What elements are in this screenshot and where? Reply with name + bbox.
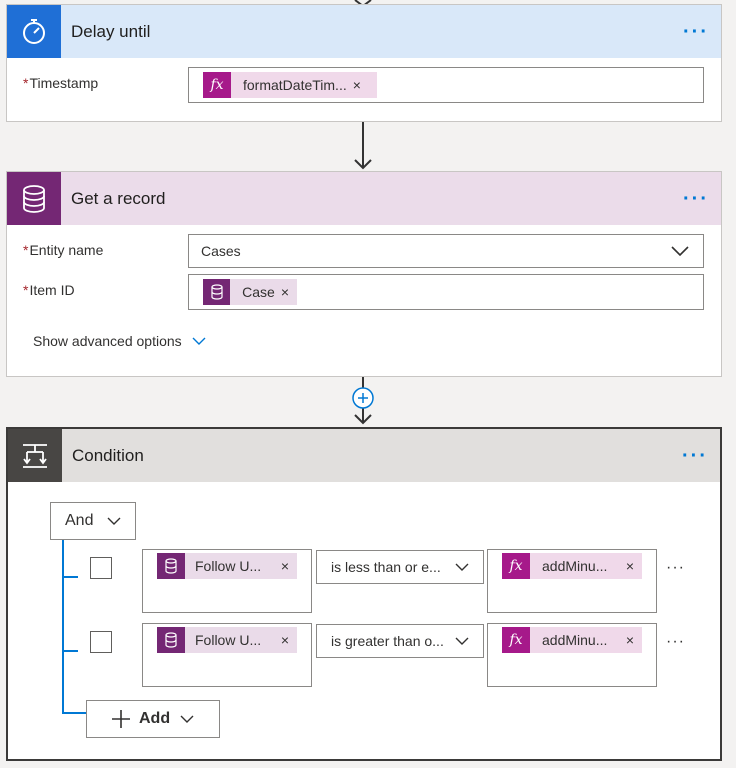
row-more-options-icon[interactable]: ··· xyxy=(666,633,685,650)
tree-line xyxy=(62,540,64,714)
chevron-down-icon xyxy=(455,563,469,571)
database-icon xyxy=(157,627,185,653)
remove-token-icon[interactable]: × xyxy=(625,632,634,648)
chevron-down-icon xyxy=(107,517,121,525)
timestamp-token[interactable]: fx formatDateTim... × xyxy=(203,72,377,98)
remove-token-icon[interactable]: × xyxy=(280,632,289,648)
timestamp-label: *Timestamp xyxy=(23,75,99,91)
get-record-title: Get a record xyxy=(71,188,166,208)
record-more-options-icon[interactable]: ··· xyxy=(683,187,709,210)
delay-until-card: Delay until ··· *Timestamp fx formatDate… xyxy=(6,4,722,122)
show-advanced-options-link[interactable]: Show advanced options xyxy=(33,333,206,349)
item-id-token[interactable]: Case × xyxy=(203,279,297,305)
left-operand-text: Follow U... xyxy=(195,632,262,648)
show-advanced-options-text: Show advanced options xyxy=(33,333,182,349)
insert-step-icon[interactable] xyxy=(351,386,375,410)
operator-value: is less than or e... xyxy=(331,559,441,575)
plus-icon xyxy=(112,710,130,728)
row-more-options-icon[interactable]: ··· xyxy=(666,559,685,576)
entity-name-label: *Entity name xyxy=(23,242,104,258)
left-operand-token[interactable]: Follow U... × xyxy=(157,627,297,653)
condition-operator-dropdown[interactable]: is less than or e... xyxy=(316,550,484,584)
timestamp-token-text: formatDateTim... xyxy=(243,77,347,93)
fx-icon: fx xyxy=(502,627,530,653)
delay-until-header[interactable]: Delay until ··· xyxy=(7,5,721,58)
item-id-label: *Item ID xyxy=(23,282,75,298)
fx-icon: fx xyxy=(502,553,530,579)
delay-more-options-icon[interactable]: ··· xyxy=(683,20,709,43)
entity-name-value: Cases xyxy=(201,243,241,259)
timer-icon xyxy=(7,5,61,58)
condition-title: Condition xyxy=(72,445,144,465)
timestamp-field[interactable]: fx formatDateTim... × xyxy=(188,67,704,103)
condition-right-operand[interactable]: fx addMinu... × xyxy=(487,549,657,613)
right-operand-token[interactable]: fx addMinu... × xyxy=(502,627,642,653)
right-operand-token[interactable]: fx addMinu... × xyxy=(502,553,642,579)
database-icon xyxy=(157,553,185,579)
condition-header[interactable]: Condition ··· xyxy=(8,429,720,482)
get-record-card: Get a record ··· *Entity name Cases *Ite… xyxy=(6,171,722,377)
tree-line xyxy=(64,712,86,714)
remove-token-icon[interactable]: × xyxy=(280,284,289,300)
left-operand-token[interactable]: Follow U... × xyxy=(157,553,297,579)
row-checkbox[interactable] xyxy=(90,557,112,579)
add-button[interactable]: Add xyxy=(86,700,220,738)
operator-value: is greater than o... xyxy=(331,633,444,649)
tree-line xyxy=(64,576,78,578)
chevron-down-icon xyxy=(455,637,469,645)
condition-left-operand[interactable]: Follow U... × xyxy=(142,549,312,613)
fx-icon: fx xyxy=(203,72,231,98)
condition-more-options-icon[interactable]: ··· xyxy=(682,444,708,467)
connector-line xyxy=(362,122,364,168)
delay-until-title: Delay until xyxy=(71,21,151,41)
connector-arrow xyxy=(354,414,372,425)
item-id-field[interactable]: Case × xyxy=(188,274,704,310)
group-operator-value: And xyxy=(65,512,94,529)
remove-token-icon[interactable]: × xyxy=(280,558,289,574)
get-record-header[interactable]: Get a record ··· xyxy=(7,172,721,225)
tree-line xyxy=(64,650,78,652)
group-operator-dropdown[interactable]: And xyxy=(50,502,136,540)
connector-arrow xyxy=(354,159,372,170)
chevron-down-icon xyxy=(180,715,194,723)
row-checkbox[interactable] xyxy=(90,631,112,653)
condition-icon xyxy=(8,429,62,482)
right-operand-text: addMinu... xyxy=(542,558,608,574)
chevron-down-icon xyxy=(192,337,206,345)
right-operand-text: addMinu... xyxy=(542,632,608,648)
entity-name-dropdown[interactable]: Cases xyxy=(188,234,704,268)
database-icon xyxy=(203,279,231,305)
database-icon xyxy=(7,172,61,225)
condition-operator-dropdown[interactable]: is greater than o... xyxy=(316,624,484,658)
condition-card: Condition ··· And Follow U... × is less … xyxy=(6,427,722,761)
condition-left-operand[interactable]: Follow U... × xyxy=(142,623,312,687)
remove-token-icon[interactable]: × xyxy=(625,558,634,574)
left-operand-text: Follow U... xyxy=(195,558,262,574)
remove-token-icon[interactable]: × xyxy=(352,77,361,93)
chevron-down-icon xyxy=(671,246,689,256)
condition-right-operand[interactable]: fx addMinu... × xyxy=(487,623,657,687)
add-button-label: Add xyxy=(139,710,171,727)
item-id-token-text: Case xyxy=(242,284,275,300)
